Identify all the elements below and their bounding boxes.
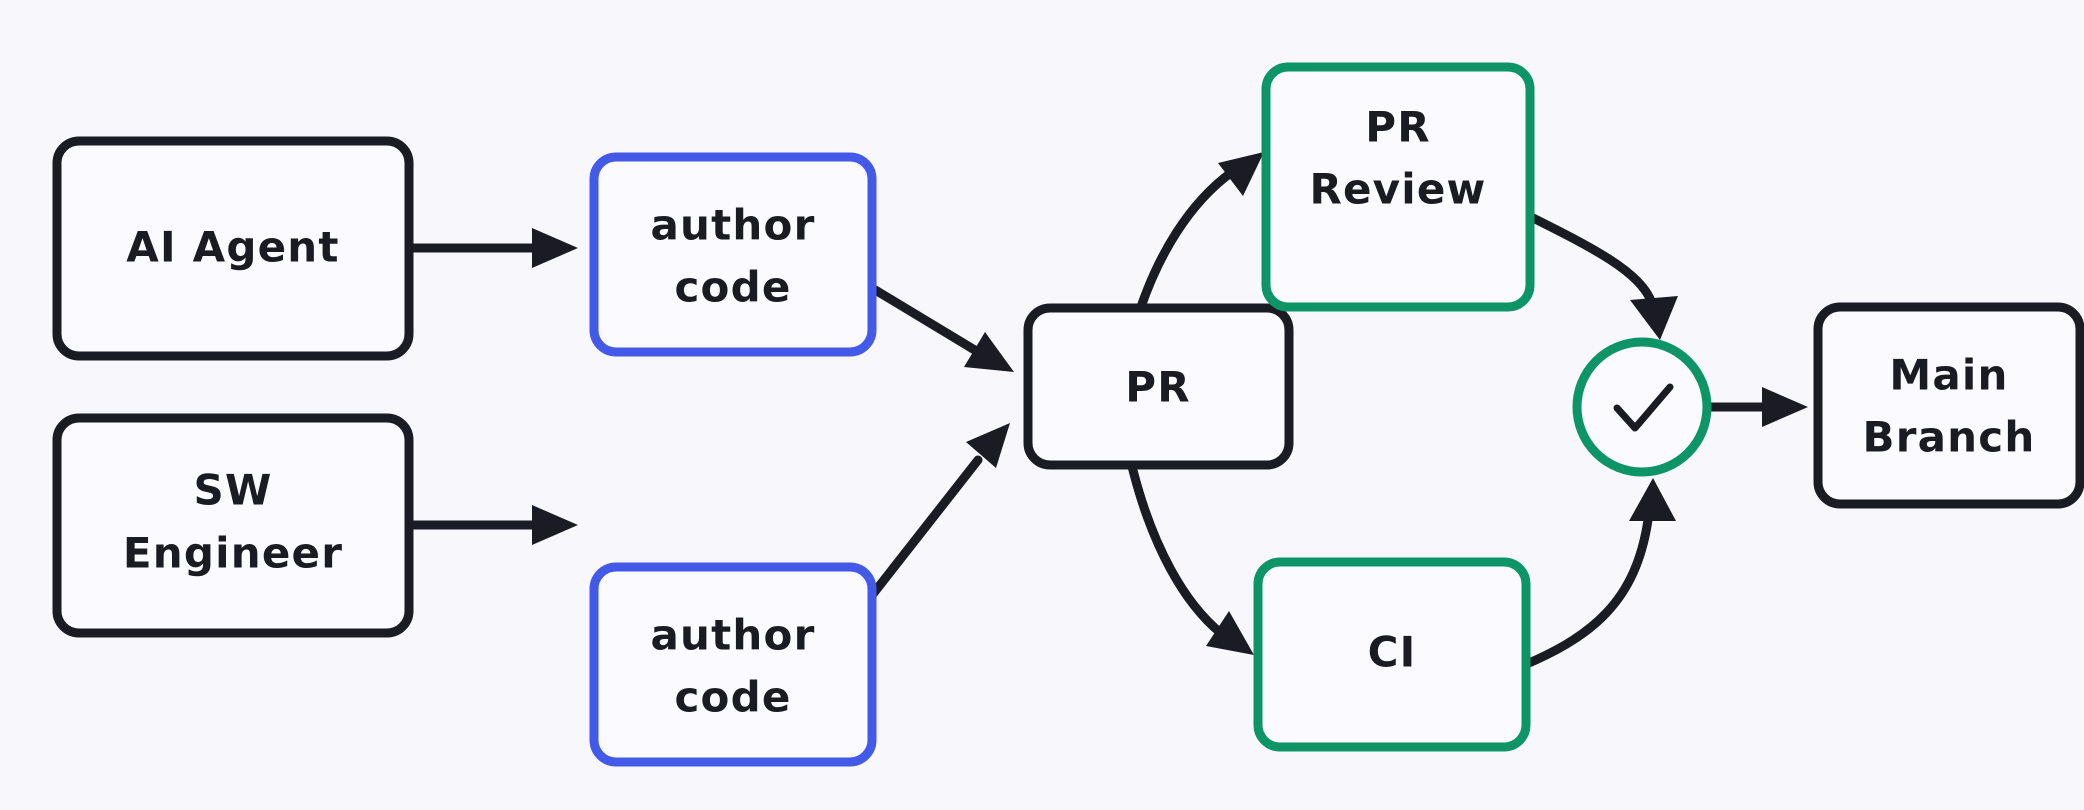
node-pr[interactable]: PR: [1023, 303, 1294, 470]
node-label-author-code-top-line2: code: [674, 263, 791, 312]
edge-pr-review-to-merge-gate: [1512, 205, 1678, 340]
edge-author-code-bottom-to-pr: [857, 423, 1010, 613]
node-pr-review[interactable]: PR Review: [1261, 62, 1535, 312]
node-main-branch[interactable]: Main Branch: [1813, 302, 2084, 509]
node-label-pr-review-line1: PR: [1365, 103, 1431, 152]
node-merge-gate[interactable]: [1572, 337, 1712, 477]
node-author-code-bottom[interactable]: author code: [589, 562, 877, 767]
node-sw-engineer[interactable]: SW Engineer: [52, 413, 414, 638]
check-icon: [1613, 383, 1674, 432]
node-label-ci: CI: [1368, 628, 1417, 677]
edge-ai-agent-to-author-code: [406, 228, 578, 268]
node-author-code-top[interactable]: author code: [589, 152, 877, 357]
node-label-sw-engineer-line2: Engineer: [123, 529, 343, 578]
edge-merge-gate-to-main-branch: [1705, 387, 1808, 427]
node-ci[interactable]: CI: [1253, 557, 1531, 752]
node-label-main-branch-line2: Branch: [1863, 413, 2036, 462]
node-label-main-branch-line1: Main: [1889, 351, 2008, 400]
node-label-author-code-top-line1: author: [651, 201, 816, 250]
node-label-pr: PR: [1125, 363, 1191, 412]
edge-ci-to-merge-gate: [1507, 478, 1676, 675]
edge-sw-engineer-to-author-code: [406, 505, 578, 545]
edge-author-code-top-to-pr: [857, 277, 1014, 372]
node-ai-agent[interactable]: AI Agent: [52, 136, 414, 361]
node-label-ai-agent: AI Agent: [126, 223, 339, 272]
node-label-sw-engineer-line1: SW: [194, 466, 273, 515]
node-label-author-code-bottom-line1: author: [651, 611, 816, 660]
node-label-author-code-bottom-line2: code: [674, 673, 791, 722]
node-label-pr-review-line2: Review: [1309, 165, 1486, 214]
